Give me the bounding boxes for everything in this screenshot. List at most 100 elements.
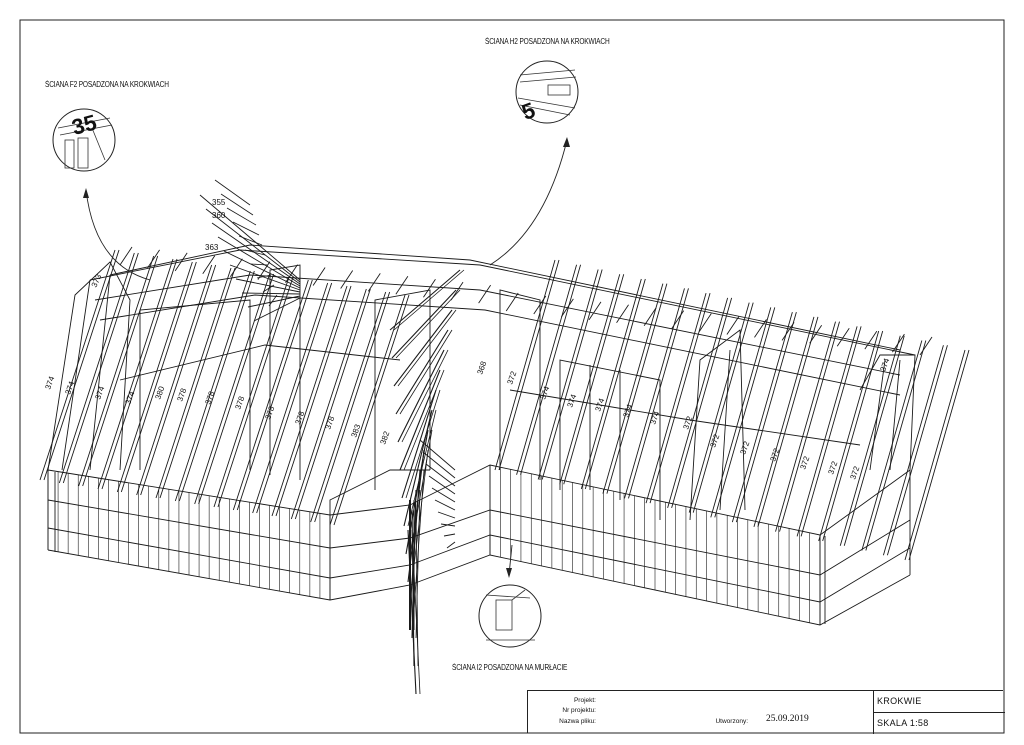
rafter-tail [809,325,823,344]
upper-rafter-fan [199,179,301,322]
rafter [882,345,944,556]
rafter-length-label: 378 [263,405,276,421]
fan-rafter [205,208,301,283]
rafter [861,340,923,551]
title-block-right: KROKWIE SKALA 1:58 [873,691,1005,734]
project-number-label: Nr projektu: [562,707,596,714]
front-wall-top [47,464,911,536]
rafter-edge [159,267,236,499]
rafter-edge [43,249,120,481]
jack-rafter [428,475,456,495]
fan-rafter [229,264,301,291]
jack-rafter [434,499,456,511]
rafter-tail [864,330,878,350]
hip-rafter [403,409,433,527]
rafter-length-label: 360 [212,211,226,220]
hip-rafter-edge [415,489,421,639]
rafter-edge [101,258,178,490]
title-block: Projekt: Nr projektu: Nazwa pliku: Utwor… [527,690,1005,734]
rafter-length-label: 372 [848,465,861,481]
rafter-length-label: 372 [738,440,751,456]
rafter-edge [735,311,797,523]
rafter-edge [563,274,625,485]
rafter-edge [649,293,711,504]
callout-i2 [478,544,542,648]
rafter-tail [395,276,409,295]
hip-rafter [393,309,453,387]
rafter-length-label: 374 [621,403,634,419]
fan-rafter-edge [214,179,251,206]
rafter [624,288,685,499]
rafter-tail [836,327,850,347]
rafter [97,258,174,490]
fan-rafter-edge [226,207,257,226]
jack-rafter [437,511,456,519]
front-wall-studs-left [47,470,331,600]
rafter-edge [178,270,255,502]
rafter [310,291,387,523]
rafter [731,311,793,523]
jack-rafter [443,533,456,537]
left-gable [47,261,131,471]
ridge-line [89,249,916,356]
jack-rafter [419,439,456,471]
fan-rafter [235,278,301,293]
hip-rafter-edge [405,389,441,499]
fan-rafter-edge [220,193,254,216]
rafter-edge [908,349,970,561]
rafter-length-label: 373 [90,272,104,288]
rafter [290,288,367,520]
rafter-edge [843,335,905,546]
rafter-edge [606,283,668,494]
rafter-edge [520,264,582,475]
hip-rafter [391,289,457,359]
file-name-label: Nazwa pliku: [559,718,596,725]
rafter-length-label: 380 [153,385,166,401]
rafter-length-label: 372 [798,455,811,471]
rafter-edge [865,340,927,551]
rafter-tail [561,298,574,318]
rafter-tail [478,284,491,304]
rafter-edge [120,261,197,493]
jack-rafter [446,541,456,549]
fan-rafter-edge [262,284,275,293]
rafter-length-label: 374 [593,397,606,413]
rafter [516,264,578,475]
rafter-length-label: 374 [538,385,551,401]
rafter [753,316,815,527]
rafter-edge [62,252,139,484]
fan-rafter-edge [268,294,278,307]
rafter-edge [256,282,333,514]
hip-rafter-edge [411,529,421,695]
fan-rafter [217,236,301,287]
created-date: 25.09.2019 [766,714,809,724]
rafter [58,252,135,484]
rafter [559,274,621,485]
rafter-tail [588,301,602,321]
rafter-edge [628,288,689,499]
rafter-length-label: 363 [205,243,219,252]
rafter-length-label: 372 [708,433,721,449]
fan-rafter [247,295,301,308]
rafter [602,283,664,494]
rafter-length-label: 382 [378,430,391,446]
rafter-edge [275,285,352,517]
fan-rafter-edge [232,221,260,236]
rafter-edge [217,276,294,508]
fan-rafter-edge [256,274,272,279]
project-label: Projekt: [573,697,596,704]
rafter [271,285,348,517]
rafters [39,246,970,561]
hip-rafter [399,369,441,471]
rafter [710,307,772,518]
rafter-length-label: 374 [63,380,76,396]
hip-rafter [397,349,445,443]
callout-title-h2: ŚCIANA H2 POSADZONA NA KROKWIACH [485,37,610,46]
rafter [775,321,836,532]
rafter-tail [367,273,381,292]
rafter [537,269,599,480]
rafter-tail [312,267,326,286]
rafter [194,273,271,505]
rafter [252,282,329,514]
